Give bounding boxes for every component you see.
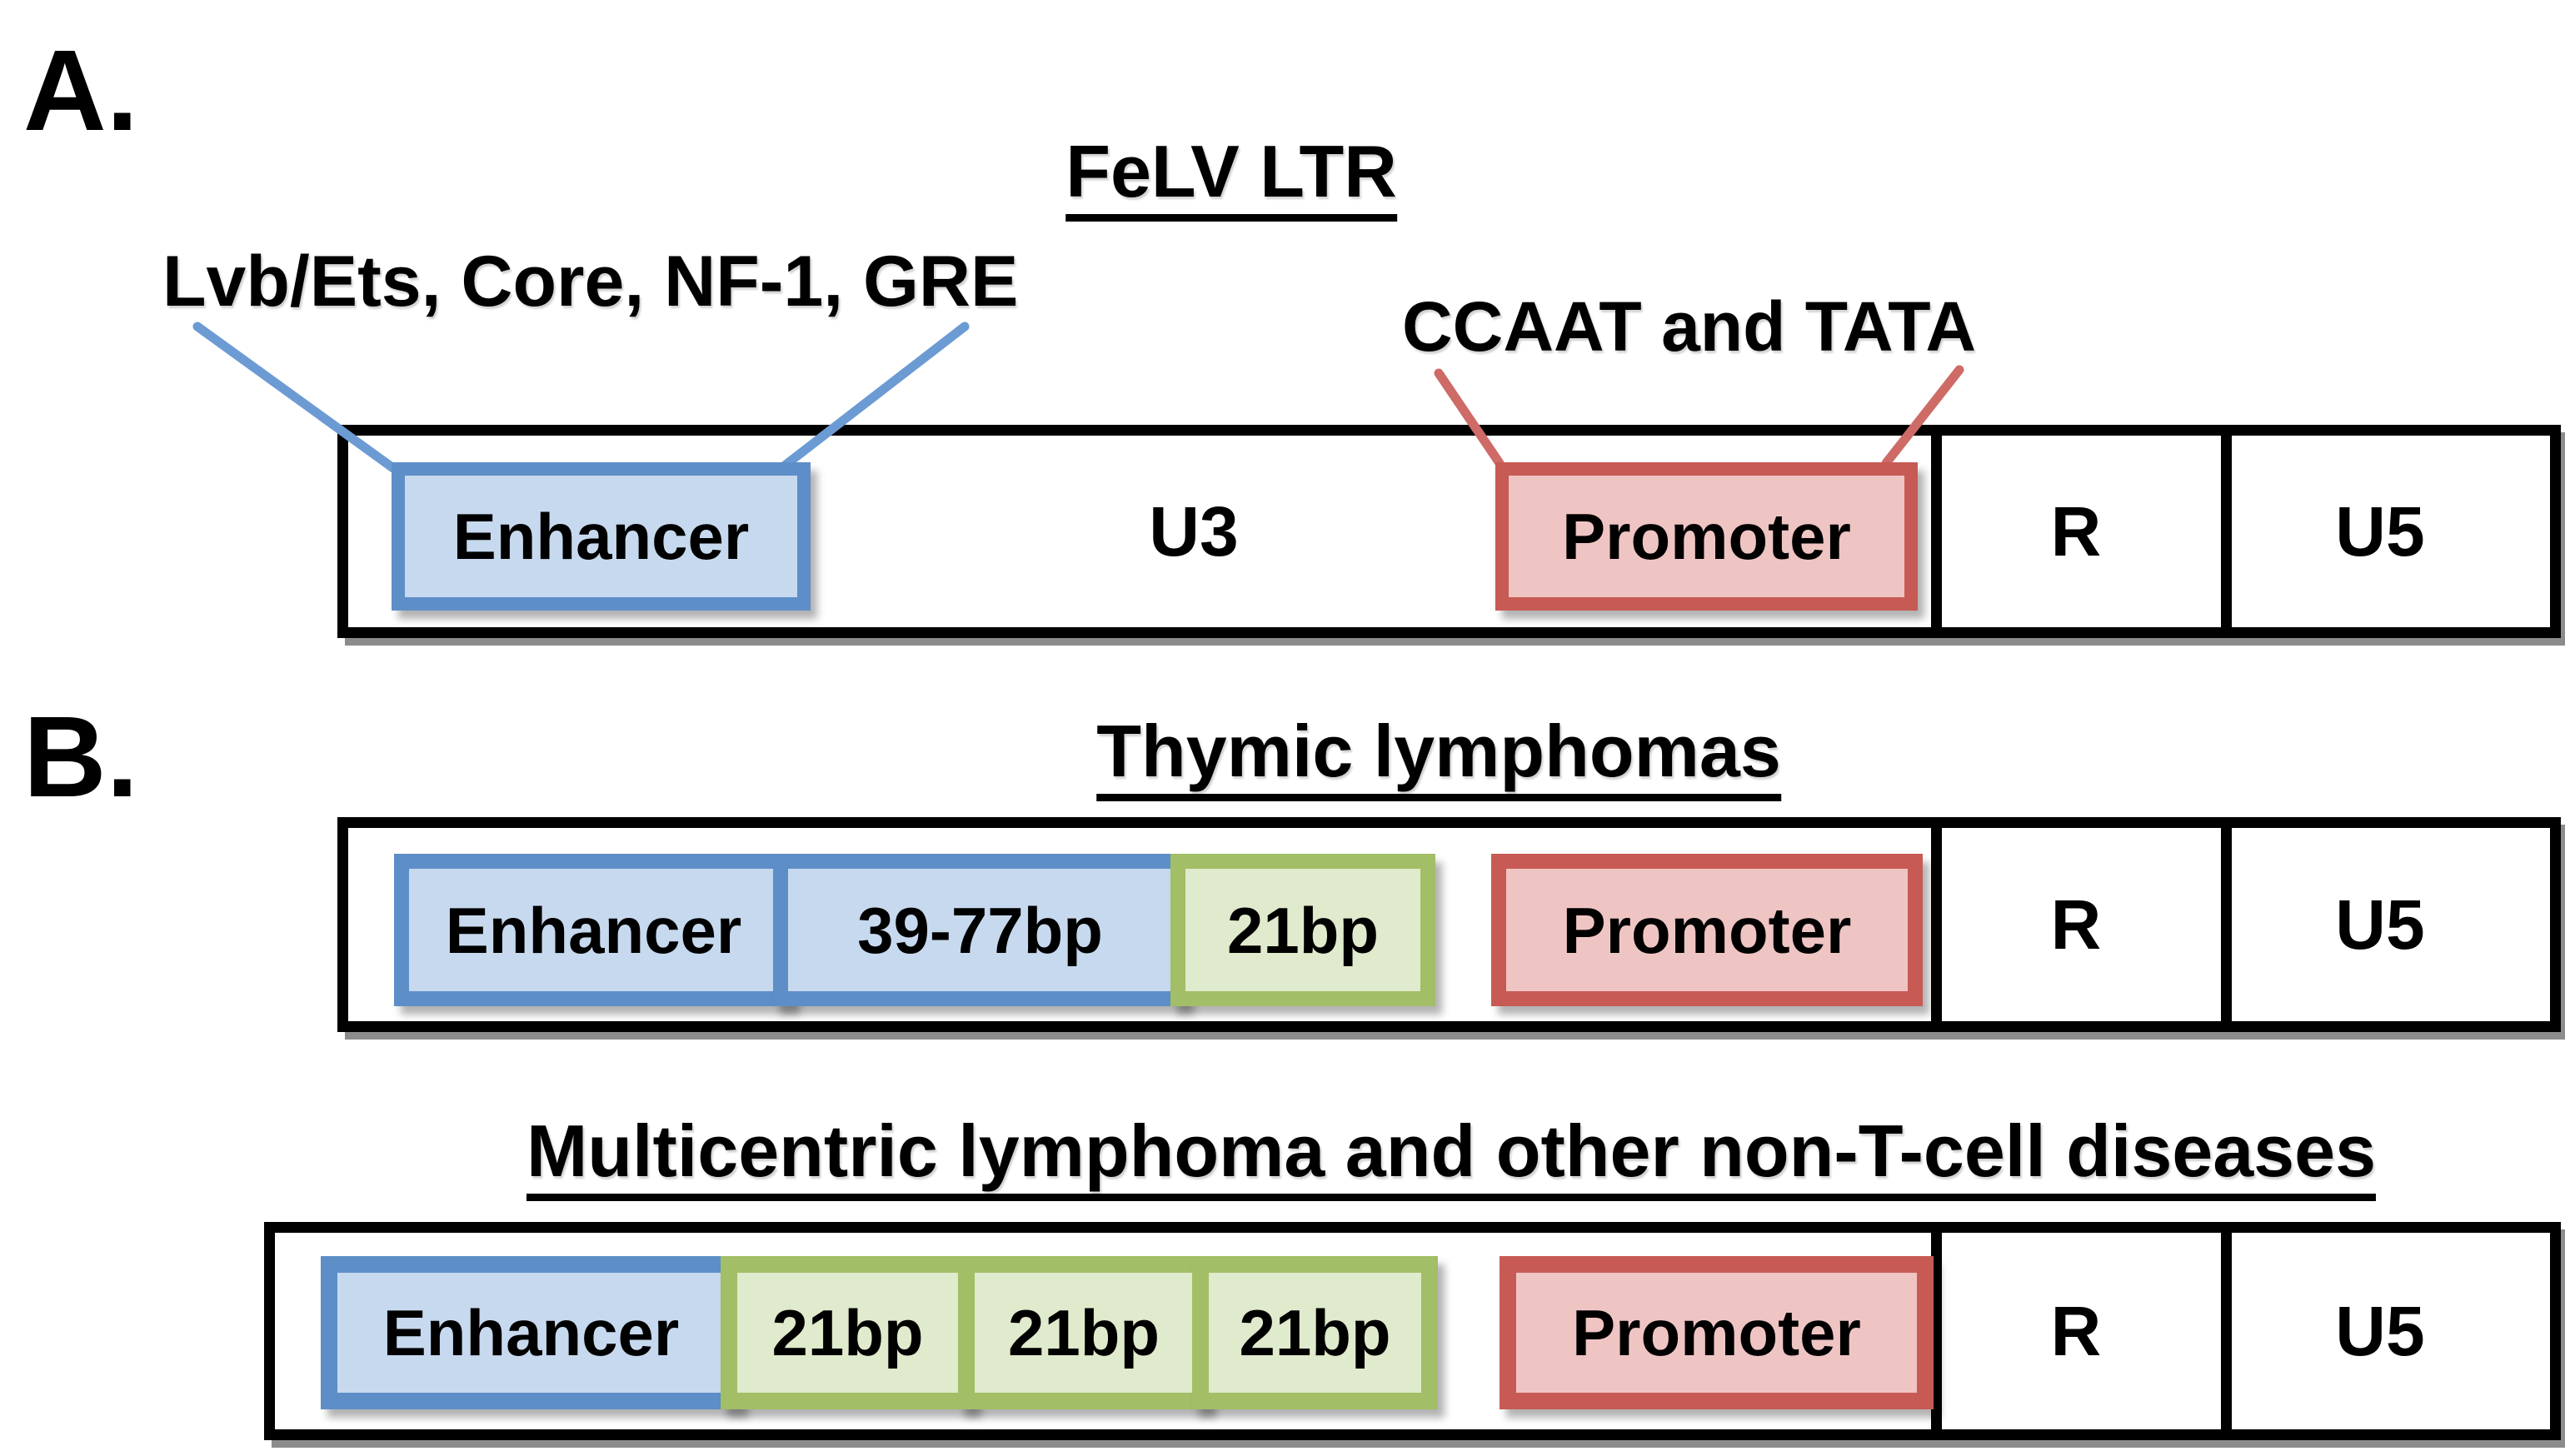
promoter-elements-callout-label: CCAAT and TATA	[1402, 287, 1976, 366]
u5-segment-label: U5	[2335, 492, 2425, 571]
enhancer-box: Enhancer	[392, 462, 811, 611]
promoter-box: Promoter	[1491, 854, 1923, 1006]
panel-b-label: B.	[23, 693, 138, 821]
repeat-21bp-box-2: 21bp	[958, 1256, 1210, 1409]
u5-segment-label: U5	[2335, 885, 2425, 964]
u3-r-divider	[1931, 828, 1942, 1021]
enhancer-box: Enhancer	[321, 1256, 741, 1409]
r-u5-divider	[2221, 828, 2232, 1021]
r-u5-divider	[2221, 1233, 2232, 1429]
duplication-39-77bp-box: 39-77bp	[773, 854, 1187, 1006]
u3-segment-label: U3	[1149, 492, 1239, 571]
enhancer-elements-callout-label: Lvb/Ets, Core, NF-1, GRE	[162, 242, 1019, 322]
ltr-bar-multicentric: Enhancer 21bp 21bp 21bp Promoter R U5	[264, 1222, 2561, 1440]
r-segment-label: R	[2050, 885, 2102, 964]
r-segment-label: R	[2050, 1292, 2102, 1370]
ltr-bar-thymic: Enhancer 39-77bp 21bp Promoter R U5	[337, 817, 2561, 1032]
repeat-21bp-box-1: 21bp	[721, 1256, 975, 1409]
r-u5-divider	[2221, 436, 2232, 627]
ltr-bar-felv: Enhancer U3 Promoter R U5	[337, 425, 2561, 638]
u5-segment-label: U5	[2335, 1292, 2425, 1370]
panel-a-label: A.	[23, 27, 138, 155]
repeat-21bp-box: 21bp	[1170, 854, 1435, 1006]
thymic-lymphomas-title: Thymic lymphomas	[1096, 715, 1781, 801]
promoter-box: Promoter	[1500, 1256, 1934, 1409]
r-segment-label: R	[2050, 492, 2102, 571]
promoter-box: Promoter	[1495, 462, 1918, 611]
u3-r-divider	[1931, 1233, 1942, 1429]
panel-a-title: FeLV LTR	[1065, 135, 1397, 222]
enhancer-box: Enhancer	[394, 854, 793, 1006]
multicentric-lymphoma-title: Multicentric lymphoma and other non-T-ce…	[526, 1114, 2377, 1201]
repeat-21bp-box-3: 21bp	[1192, 1256, 1438, 1409]
u3-r-divider	[1931, 436, 1942, 627]
